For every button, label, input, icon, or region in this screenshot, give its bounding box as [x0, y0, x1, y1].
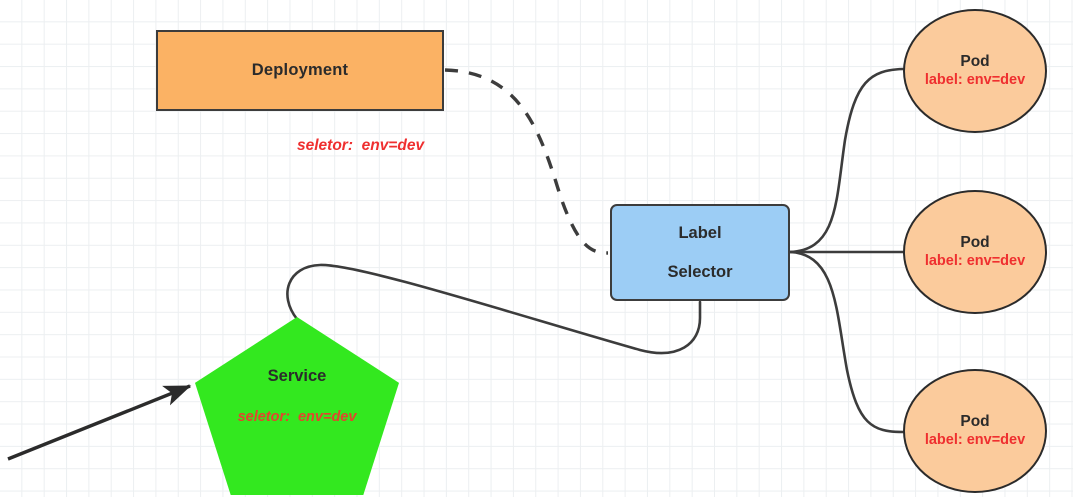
- node-service-annotation: seletor: env=dev: [237, 409, 357, 425]
- node-pod-annotation: label: env=dev: [924, 432, 1026, 449]
- edge-external-to-service: [7, 384, 192, 461]
- node-deployment-label: Deployment: [251, 61, 349, 79]
- node-label-selector-line1: Label: [678, 224, 722, 242]
- node-pod-label: Pod: [960, 413, 990, 430]
- node-deployment[interactable]: Deployment: [156, 30, 444, 111]
- node-pod[interactable]: Pod label: env=dev: [903, 9, 1047, 133]
- edge-deployment-to-label-selector: [444, 68, 609, 255]
- node-pod-label: Pod: [960, 234, 990, 251]
- node-pod-label: Pod: [960, 53, 990, 70]
- node-pod-annotation: label: env=dev: [924, 253, 1026, 270]
- node-service-label: Service: [267, 367, 327, 385]
- edge-service-to-label-selector: [286, 263, 702, 355]
- node-pod[interactable]: Pod label: env=dev: [903, 369, 1047, 493]
- node-label-selector[interactable]: Label Selector: [610, 204, 790, 301]
- edge-label-selector-to-pod-0: [788, 67, 905, 254]
- edge-label-selector-to-pod-2: [788, 250, 905, 434]
- node-label-selector-line2: Selector: [667, 262, 733, 281]
- node-pod[interactable]: Pod label: env=dev: [903, 190, 1047, 314]
- annotation-deployment-selector: seletor: env=dev: [297, 137, 425, 154]
- node-pod-annotation: label: env=dev: [924, 72, 1026, 89]
